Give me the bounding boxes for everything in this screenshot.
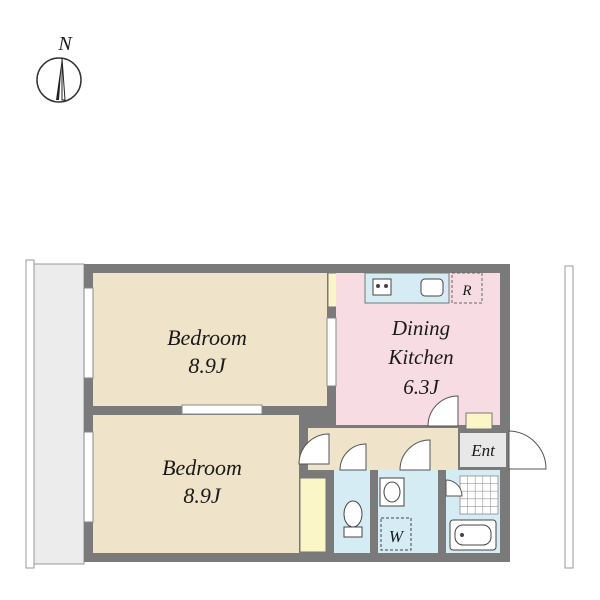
- bedroom-top-size: 8.9J: [188, 353, 227, 378]
- stove-icon: [372, 278, 392, 296]
- balcony-left: [25, 259, 85, 569]
- windows: [83, 287, 337, 523]
- entrance-floor: [460, 433, 506, 467]
- toilet-icon: [343, 500, 363, 538]
- dining-kitchen-name-line1: Dining: [391, 316, 450, 340]
- doors: [298, 395, 547, 497]
- entrance-label: Ent: [470, 441, 496, 460]
- refrigerator: [451, 272, 483, 304]
- bathtub-icon: [449, 519, 497, 551]
- bath-floor-tiles: [459, 475, 499, 515]
- sink-icon: [420, 278, 444, 297]
- refrigerator-label: R: [461, 283, 471, 299]
- dining-kitchen-size: 6.3J: [403, 375, 440, 399]
- compass: N: [36, 33, 82, 103]
- washer-space: [380, 517, 412, 551]
- compass-north-label: N: [57, 33, 73, 55]
- closet-bottom: [299, 477, 327, 553]
- hallway-floor: [308, 428, 458, 470]
- balcony-right-rail: [564, 265, 574, 569]
- bedroom-bottom-name: Bedroom: [162, 455, 242, 480]
- washer-label: W: [389, 527, 405, 546]
- bedroom-top-floor: [93, 273, 327, 406]
- washbasin-icon: [379, 477, 405, 507]
- shoe-cabinet: [465, 412, 493, 430]
- bedroom-bottom-size: 8.9J: [183, 483, 222, 508]
- bedroom-top-name: Bedroom: [167, 325, 247, 350]
- bedroom-bottom-floor: [93, 415, 299, 553]
- dining-kitchen-name-line2: Kitchen: [387, 345, 453, 369]
- north-arrow-icon: [36, 57, 82, 103]
